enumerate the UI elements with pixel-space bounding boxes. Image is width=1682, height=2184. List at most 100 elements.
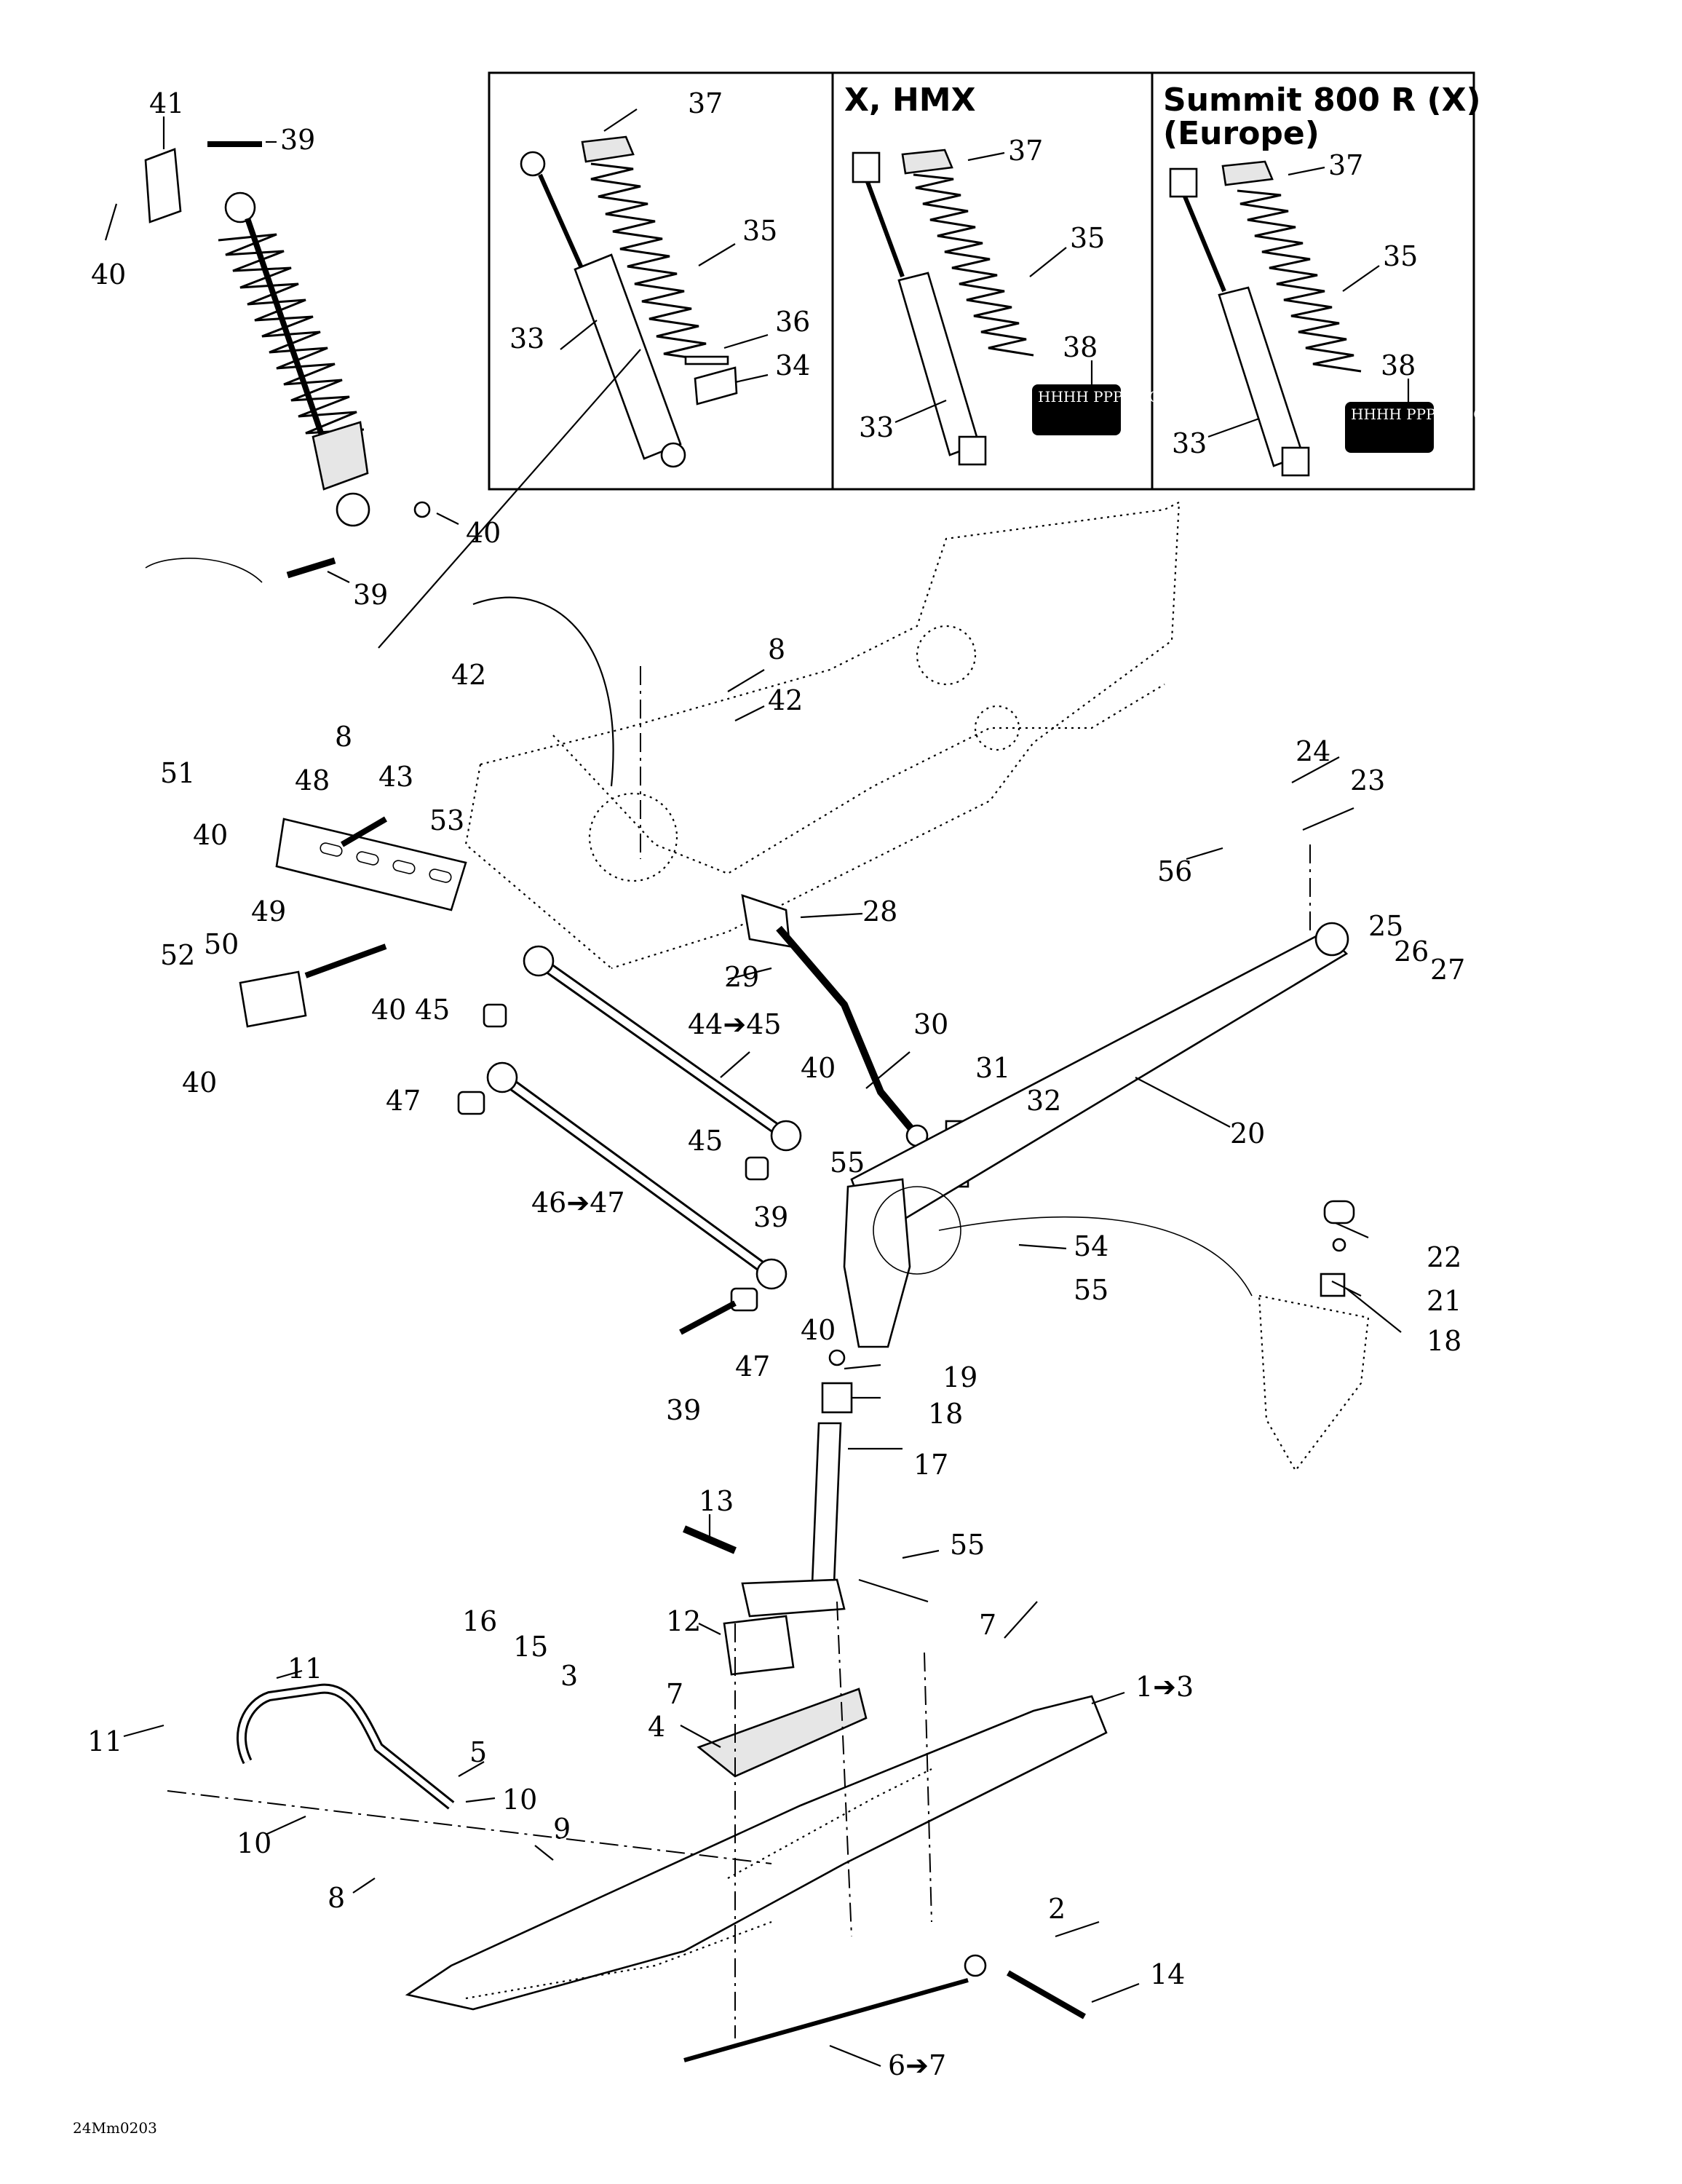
- leader-lines: [104, 108, 1410, 2068]
- callout-52: 52: [160, 939, 195, 971]
- callout-10: 10: [237, 1827, 271, 1859]
- upper-arm-44: [523, 945, 802, 1152]
- callout-14: 14: [1150, 1958, 1185, 1990]
- callout-37: 37: [688, 87, 723, 119]
- callout-23: 23: [1350, 764, 1385, 796]
- callout-11: 11: [287, 1653, 322, 1685]
- clip-34-panel1: [694, 366, 738, 405]
- panel-3-header-line2: (Europe): [1163, 115, 1320, 152]
- spring-35-panel3: [1237, 189, 1362, 373]
- bushing-47-left: [457, 1091, 485, 1115]
- washer-36-panel1: [684, 355, 729, 365]
- callout-31: 31: [975, 1052, 1010, 1084]
- callout-43: 43: [378, 761, 413, 793]
- bolt-39-lower: [679, 1300, 737, 1335]
- callout-20: 20: [1230, 1117, 1265, 1150]
- callout-11: 11: [87, 1725, 122, 1757]
- spindle-17: [683, 1349, 853, 1618]
- callout-8: 8: [328, 1882, 345, 1914]
- callout-8: 8: [335, 721, 352, 753]
- decal-38-panel3: [1345, 402, 1434, 453]
- callout-47: 47: [735, 1350, 770, 1382]
- callout-3: 3: [560, 1660, 578, 1692]
- callout-7: 7: [979, 1609, 996, 1641]
- bolt-48: [340, 816, 388, 847]
- ski-leg-20: [843, 922, 1349, 1348]
- bushing-47-lower: [730, 1287, 758, 1312]
- callout-39: 39: [666, 1394, 701, 1426]
- callout-9: 9: [553, 1813, 571, 1845]
- bolt-14: [1007, 1970, 1086, 2019]
- callout-36: 36: [775, 306, 810, 338]
- diagram-code: 24Mm0203: [73, 2119, 157, 2137]
- callout-49: 49: [251, 895, 286, 927]
- axis-line: [167, 1790, 772, 1864]
- callout-45: 45: [415, 994, 450, 1026]
- decal-38-panel3-text: HHHH PPPP GGGG: [1351, 405, 1496, 423]
- callout-21: 21: [1427, 1285, 1461, 1317]
- panel-3-header-line1: Summit 800 R (X): [1163, 82, 1481, 119]
- bushing-45-upper: [483, 1003, 507, 1028]
- spring-35-panel1: [590, 162, 714, 363]
- callout-18: 18: [928, 1398, 963, 1430]
- panel-2-header: X, HMX: [844, 82, 976, 119]
- shock-absorber-main: [144, 141, 431, 579]
- axis-line: [924, 1652, 932, 1923]
- callout-29: 29: [724, 961, 759, 993]
- shock-absorber-33-panel3: [1169, 167, 1310, 477]
- chassis-frame: [145, 349, 1181, 970]
- callout-18: 18: [1427, 1325, 1461, 1357]
- callout-39: 39: [753, 1201, 788, 1233]
- callout-17: 17: [913, 1449, 948, 1481]
- spring-35-panel2: [913, 173, 1034, 357]
- callout-37: 37: [1008, 135, 1043, 167]
- bracket-51: [275, 818, 467, 911]
- ski-handle-5: [237, 1683, 455, 1810]
- callout-6-7: 6➔7: [888, 2049, 946, 2081]
- ski-support-4: [697, 1688, 868, 1778]
- callout-40: 40: [801, 1314, 836, 1346]
- callout-35: 35: [1070, 222, 1105, 254]
- callout-30: 30: [913, 1008, 948, 1040]
- callout-15: 15: [513, 1631, 548, 1663]
- callout-12: 12: [666, 1605, 701, 1637]
- callout-37: 37: [1328, 149, 1363, 181]
- callout-27: 27: [1430, 954, 1465, 986]
- callout-40: 40: [193, 819, 228, 851]
- callout-47: 47: [386, 1085, 421, 1117]
- callout-33: 33: [509, 323, 544, 355]
- callout-44-45: 44➔45: [688, 1008, 782, 1040]
- callout-4: 4: [648, 1711, 665, 1743]
- callout-28: 28: [862, 895, 897, 927]
- ski-1-3: [405, 1695, 1108, 2011]
- callout-1-3: 1➔3: [1135, 1671, 1194, 1703]
- callout-46-47: 46➔47: [531, 1187, 625, 1219]
- shock-absorber-33-panel1: [520, 151, 686, 468]
- decal-38-panel2-text: HHHH PPPP GGGG: [1038, 388, 1183, 405]
- bracket-52: [239, 970, 307, 1028]
- callout-25: 25: [1368, 910, 1403, 942]
- callout-5: 5: [469, 1736, 487, 1768]
- spring-stopper-37-panel1: [581, 135, 635, 163]
- callout-42: 42: [451, 659, 486, 691]
- callout-40: 40: [91, 258, 126, 290]
- nut-2: [964, 1954, 987, 1977]
- callout-53: 53: [429, 804, 464, 836]
- callout-41: 41: [149, 87, 184, 119]
- callout-40: 40: [371, 994, 406, 1026]
- callout-10: 10: [502, 1784, 537, 1816]
- callout-33: 33: [859, 411, 894, 443]
- callout-39: 39: [280, 124, 315, 156]
- callout-38: 38: [1063, 331, 1098, 363]
- callout-55: 55: [950, 1529, 985, 1561]
- runner-6-7: [683, 1978, 969, 2062]
- bolt-49: [304, 943, 387, 978]
- callout-39: 39: [353, 579, 388, 611]
- callout-labels: 37 35 33 36 34 37 35 38 33 37 35 38 33 4…: [87, 87, 1465, 2081]
- callout-34: 34: [775, 349, 810, 381]
- callout-2: 2: [1048, 1893, 1066, 1925]
- callout-8: 8: [768, 633, 785, 665]
- spring-stopper-37-panel2: [901, 149, 953, 175]
- callout-24: 24: [1296, 735, 1330, 767]
